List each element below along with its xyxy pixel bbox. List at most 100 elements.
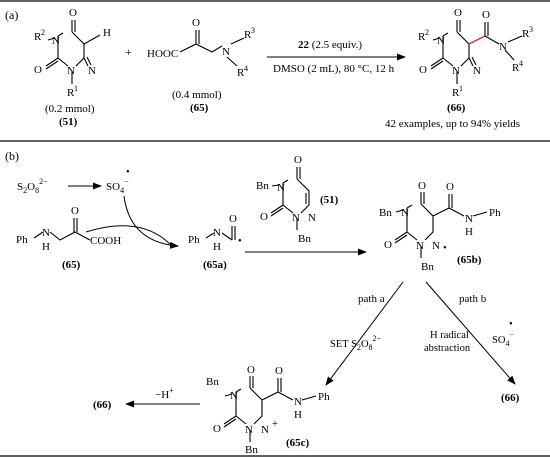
cation-65c-h-amide: H xyxy=(294,409,302,421)
path-b-reagent-dot: • xyxy=(509,319,513,330)
path-a-reagent: SET S2O82− xyxy=(330,334,382,352)
compound-65-o: O xyxy=(192,17,200,29)
radical-65b-o-amide: O xyxy=(446,181,454,193)
deprotonation-label: −H+ xyxy=(155,386,174,401)
triazine-51-id: (51) xyxy=(320,194,339,206)
radical-65a-id: (65a) xyxy=(203,259,227,271)
product-66-right: (66) xyxy=(501,392,520,404)
compound-65-n: N xyxy=(222,46,230,58)
cation-65c-n-bottom: N xyxy=(245,424,253,436)
triazine-51-n-right: N xyxy=(308,212,316,224)
cation-65c-o-top: O xyxy=(247,364,255,376)
compound-66-n-amide: N xyxy=(499,41,507,53)
acid-65-h: H xyxy=(42,241,50,253)
radical-65b-n-right: N xyxy=(432,240,440,252)
radical-65a-dot: • xyxy=(238,236,242,247)
cation-65c-o-amide: O xyxy=(275,365,283,377)
compound-66-r2: R xyxy=(418,31,426,43)
triazine-51-n-bottom: N xyxy=(292,212,300,224)
radical-65a-structure: Ph N H O • xyxy=(188,213,242,253)
radical-65b-id: (65b) xyxy=(457,254,482,266)
acid-65-ph: Ph xyxy=(16,234,28,246)
radical-65b-ph: Ph xyxy=(489,207,501,219)
compound-51-n-right: N xyxy=(88,65,96,77)
radical-65b-bn-bottom: Bn xyxy=(421,261,434,273)
compound-66-structure: R 2 N O O N R 3 R 4 O N N R 1 xyxy=(418,7,533,99)
compound-66-o-amide: O xyxy=(482,9,490,21)
cation-65c-n-amide: N xyxy=(294,396,302,408)
compound-51-amount: (0.2 mmol) xyxy=(45,103,95,115)
sulfate-radical-dot: • xyxy=(126,167,130,178)
compound-66-n-top: N xyxy=(437,35,445,47)
compound-51-r2: R xyxy=(34,31,42,43)
compound-66-r2-sup: 2 xyxy=(425,28,429,37)
triazine-51-bn-top: Bn xyxy=(256,180,269,192)
path-a-arrow xyxy=(325,281,404,386)
cation-65c-id: (65c) xyxy=(286,437,310,449)
path-a-label: path a xyxy=(358,293,385,305)
triazine-51-o-left: O xyxy=(260,211,268,223)
compound-51-r1: R xyxy=(67,87,75,99)
sulfate-radical-label: SO4− xyxy=(106,177,129,195)
cation-65c-plus: + xyxy=(272,419,278,430)
compound-51-o-left: O xyxy=(34,64,42,76)
compound-51-n-bottom: N xyxy=(67,65,75,77)
radical-65b-dot: • xyxy=(443,243,447,254)
acid-65-o: O xyxy=(71,205,79,217)
compound-65-amount: (0.4 mmol) xyxy=(172,89,222,101)
triazine-51-o-top: O xyxy=(294,154,302,166)
radical-65b-n-amide: N xyxy=(465,213,473,225)
panel-b: (b) S2O82− SO4− • Ph N H O COOH (65) Ph … xyxy=(5,149,520,456)
compound-66-n-right: N xyxy=(473,65,481,77)
cation-65c-bn-bottom: Bn xyxy=(245,444,258,456)
compound-66-r3-sup: 3 xyxy=(529,25,533,34)
compound-66-o-top: O xyxy=(454,7,462,19)
compound-66-n-bottom: N xyxy=(452,65,460,77)
radical-65b-bn-top: Bn xyxy=(379,207,392,219)
compound-66-r1-sup: 1 xyxy=(459,84,463,93)
radical-65a-ph: Ph xyxy=(188,234,200,246)
compound-65-hooc: HOOC xyxy=(147,48,178,60)
radical-65a-h: H xyxy=(213,241,221,253)
cation-65c-o-left: O xyxy=(213,423,221,435)
compound-51-o-top: O xyxy=(69,7,77,19)
compound-51-structure: N R 2 O H O N N R 1 xyxy=(34,7,111,99)
acid-65-n: N xyxy=(42,227,50,239)
compound-65-r4-sup: 4 xyxy=(244,64,248,73)
cation-65c-ph: Ph xyxy=(318,391,330,403)
cation-65c-n-right: N xyxy=(261,424,269,436)
panel-a-label: (a) xyxy=(5,8,18,22)
compound-65-structure: HOOC O N R 3 R 4 xyxy=(147,17,255,79)
compound-66-id: (66) xyxy=(447,102,466,114)
acid-65-structure: Ph N H O COOH xyxy=(16,205,121,253)
radical-65b-o-top: O xyxy=(418,180,426,192)
compound-65-id: (65) xyxy=(190,102,209,114)
persulfate-label: S2O82− xyxy=(17,177,48,195)
triazine-51-n-top: N xyxy=(277,182,285,194)
radical-65a-o: O xyxy=(229,213,237,225)
path-b-reagent: SO4− xyxy=(492,330,514,348)
radical-65b-h-amide: H xyxy=(465,226,473,238)
radical-65b-n-top: N xyxy=(401,207,409,219)
radical-65a-n: N xyxy=(213,227,221,239)
acid-65-cooh: COOH xyxy=(90,235,121,247)
radical-65b-n-bottom: N xyxy=(416,240,424,252)
compound-51-r2-sup: 2 xyxy=(41,28,45,37)
cation-65c-n-top: N xyxy=(230,390,238,402)
acid-to-radical-curve xyxy=(85,225,171,245)
panel-a: (a) N R 2 O H O N N R 1 (0.2 mmol) (51) … xyxy=(5,7,533,130)
radical-65b-structure: Bn N O O N H Ph O N N • Bn xyxy=(379,180,501,273)
path-b-line2: abstraction xyxy=(424,343,471,354)
compound-65-r3-sup: 3 xyxy=(251,26,255,35)
radical-65b-o-left: O xyxy=(384,239,392,251)
compound-51-h: H xyxy=(103,27,111,39)
compound-51-r1-sup: 1 xyxy=(74,84,78,93)
triazine-51-structure: Bn N O O N N Bn xyxy=(256,154,316,245)
product-66-left: (66) xyxy=(93,399,112,411)
path-b-arrow xyxy=(425,281,516,385)
compound-51-id: (51) xyxy=(59,116,78,128)
cation-65c-bn-top: Bn xyxy=(206,376,219,388)
decarboxylation-arrow xyxy=(123,195,179,249)
compound-66-r1: R xyxy=(452,87,460,99)
